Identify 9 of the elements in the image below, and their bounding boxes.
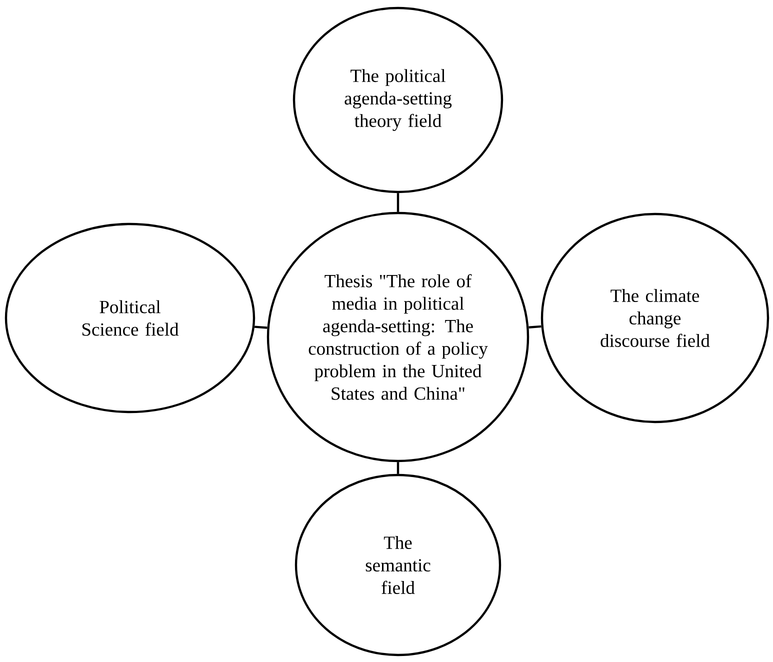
connector-line — [396, 193, 400, 212]
ellipse-node: Thesis "The role of media in political agenda-setting: The construction of a policy problem in the United States and China" — [266, 212, 530, 462]
connector-line — [254, 326, 268, 329]
connector-line — [528, 325, 542, 328]
connector-line — [396, 462, 400, 474]
ellipse-node: Political Science field — [4, 222, 256, 414]
ellipse-node: The semantic field — [294, 474, 502, 656]
ellipse-node: The climate change discourse field — [540, 212, 770, 424]
ellipse-node: The political agenda-setting theory field — [292, 6, 504, 194]
